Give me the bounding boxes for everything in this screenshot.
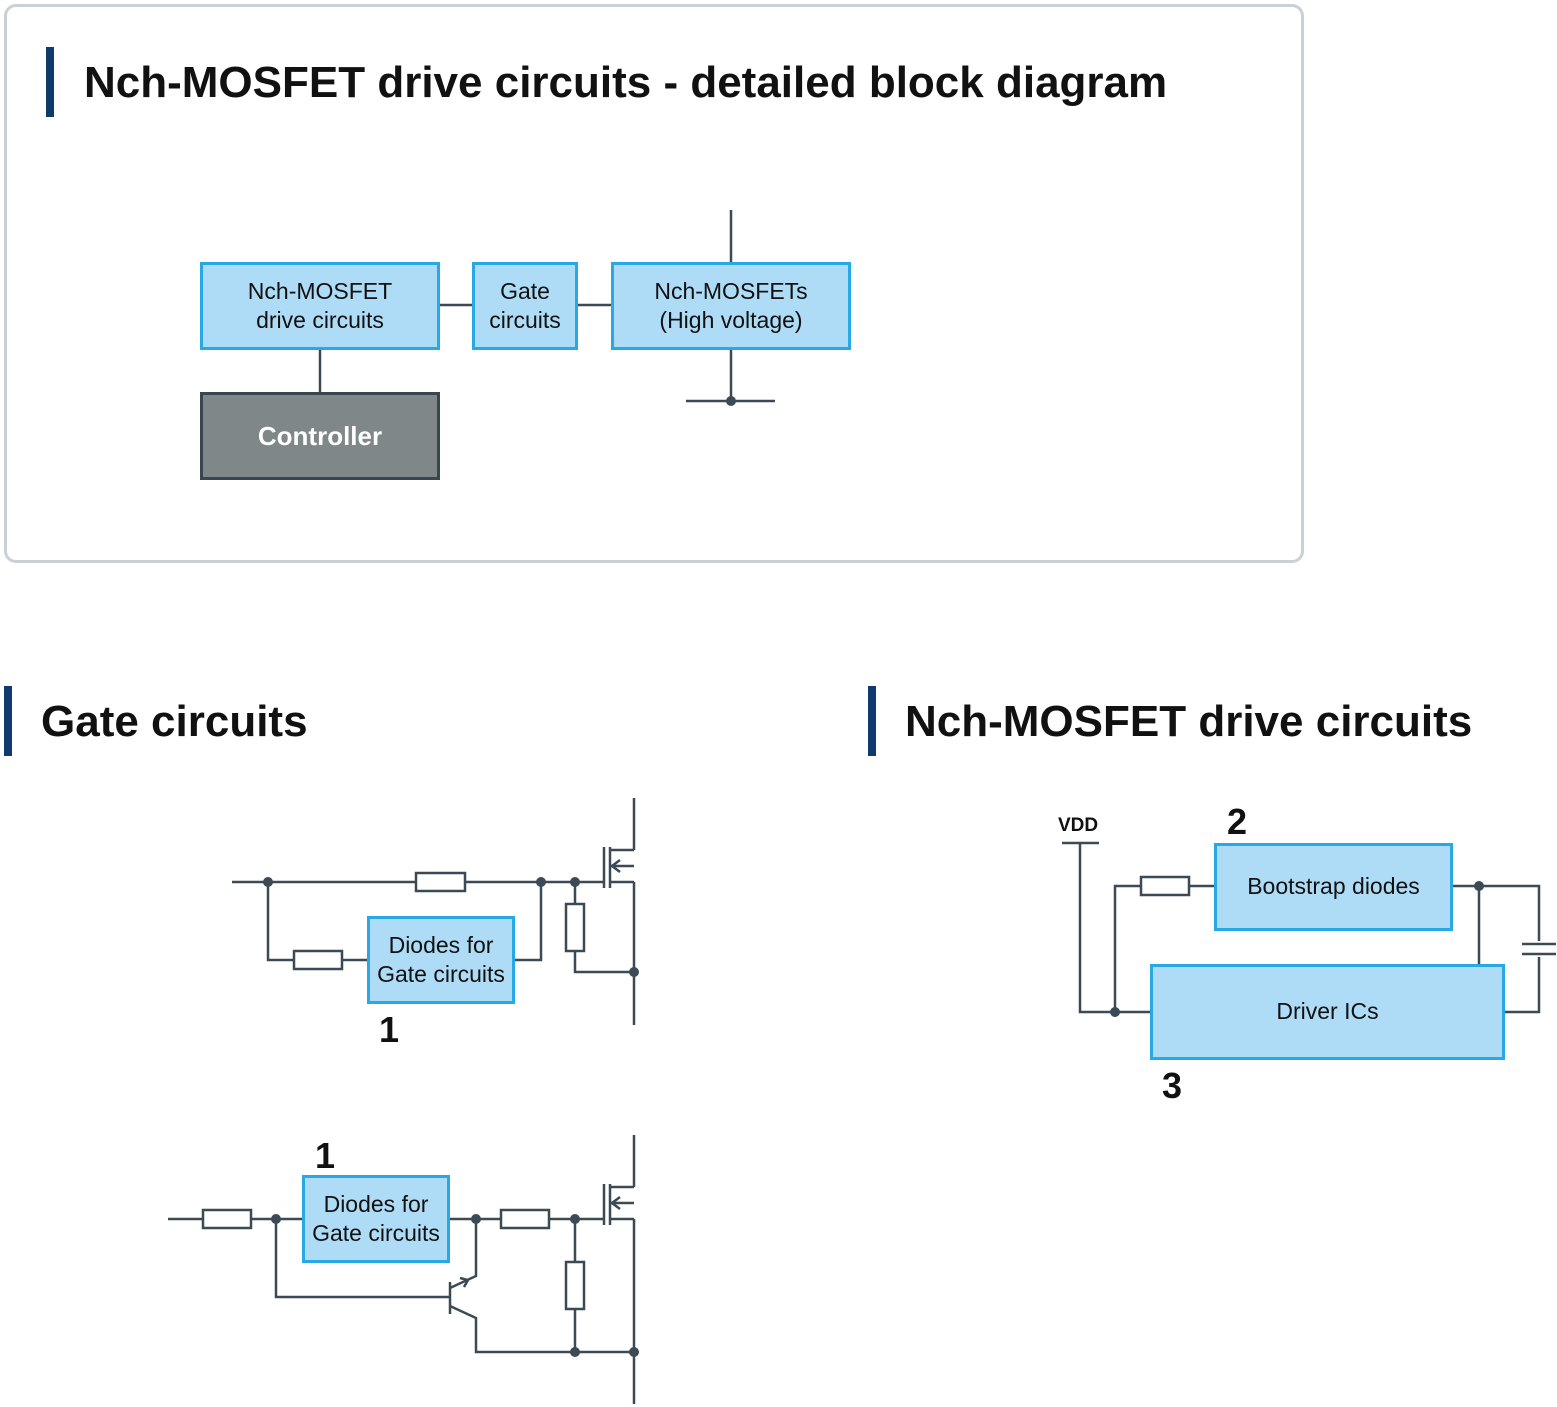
bootstrap-number: 2 bbox=[1227, 801, 1248, 842]
gate-section-accent-bar bbox=[4, 686, 12, 756]
page-title: Nch-MOSFET drive circuits - detailed blo… bbox=[84, 58, 1168, 107]
driver-number: 3 bbox=[1162, 1065, 1183, 1106]
bypass-resistor bbox=[292, 949, 344, 971]
lower-diodes-number: 1 bbox=[315, 1135, 336, 1176]
controller-block: Controller bbox=[200, 392, 440, 480]
gate-section-title: Gate circuits bbox=[41, 697, 308, 746]
upper-gate-circuit bbox=[232, 798, 639, 1025]
ground-junction bbox=[726, 396, 736, 406]
block-diagram-panel bbox=[4, 4, 1304, 563]
gate-resistor bbox=[414, 871, 467, 893]
gate-resistor-2 bbox=[499, 1208, 551, 1230]
lower-gate-circuit bbox=[168, 1135, 639, 1404]
pulldown-resistor bbox=[564, 902, 586, 953]
upper-diodes-box: Diodes for Gate circuits bbox=[367, 916, 515, 1004]
block-diagram-wires bbox=[318, 210, 775, 406]
input-resistor bbox=[201, 1208, 253, 1230]
drive-section-accent-bar bbox=[868, 686, 876, 756]
lower-diodes-box: Diodes for Gate circuits bbox=[302, 1175, 450, 1263]
upper-diodes-number: 1 bbox=[379, 1009, 400, 1050]
title-accent-bar bbox=[46, 47, 54, 117]
drive-circuit-wires bbox=[1062, 841, 1556, 1017]
drive-circuits-block: Nch-MOSFET drive circuits bbox=[200, 262, 440, 350]
vdd-label: VDD bbox=[1058, 815, 1099, 836]
bootstrap-resistor bbox=[1139, 875, 1191, 897]
driver-ics-box: Driver ICs bbox=[1150, 964, 1505, 1060]
bootstrap-diodes-box: Bootstrap diodes bbox=[1214, 843, 1453, 931]
mosfets-block: Nch-MOSFETs (High voltage) bbox=[611, 262, 851, 350]
drive-section-title: Nch-MOSFET drive circuits bbox=[905, 697, 1473, 746]
pulldown-resistor-2 bbox=[564, 1260, 586, 1311]
gate-circuits-block: Gate circuits bbox=[472, 262, 578, 350]
